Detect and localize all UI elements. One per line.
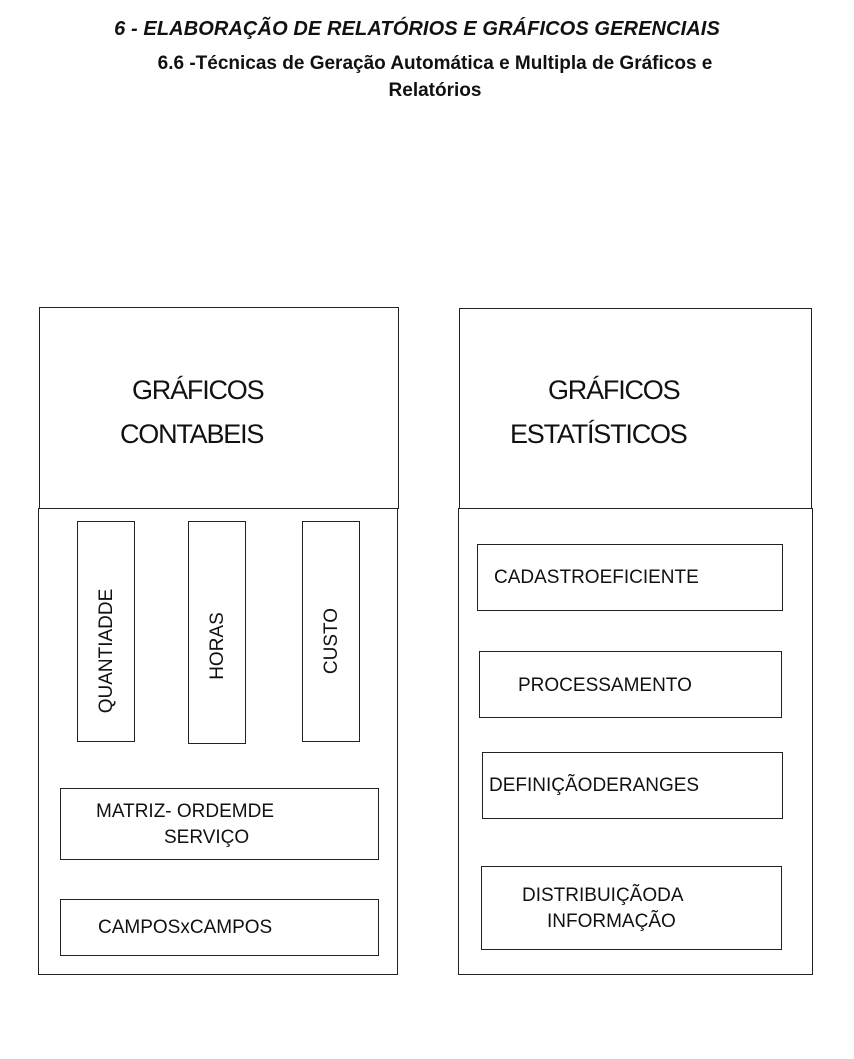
left-title-box: GRÁFICOS CONTABEIS (39, 307, 399, 509)
source-box: CAMPOSxCAMPOS (60, 899, 379, 956)
column-horas-label: HORAS (207, 612, 228, 680)
step-distribuicao-line2: INFORMAÇÃO (547, 911, 676, 932)
column-custo: CUSTO (302, 521, 360, 742)
right-title-line1: GRÁFICOS (548, 375, 681, 405)
column-quantidade-label: QUANTIADDE (96, 588, 117, 714)
column-horas: HORAS (188, 521, 246, 744)
step-cadastro-label: CADASTROEFICIENTE (494, 567, 699, 588)
step-processamento-label: PROCESSAMENTO (518, 675, 692, 696)
matrix-line1: MATRIZ- ORDEMDE (96, 801, 275, 822)
right-title-line2: ESTATÍSTICOS (510, 419, 688, 449)
source-label: CAMPOSxCAMPOS (98, 917, 273, 938)
section-heading-line2: Relatórios (388, 80, 482, 101)
left-title-line1: GRÁFICOS (132, 375, 265, 405)
chapter-heading: 6 - ELABORAÇÃO DE RELATÓRIOS E GRÁFICOS … (114, 18, 720, 40)
section-heading-line1: 6.6 -Técnicas de Geração Automática e Mu… (157, 53, 713, 74)
left-title-line2: CONTABEIS (120, 419, 264, 449)
step-distribuicao-line1: DISTRIBUIÇÃODA (522, 885, 684, 906)
right-title-box: GRÁFICOS ESTATÍSTICOS (459, 308, 812, 509)
step-distribuicao: DISTRIBUIÇÃODA INFORMAÇÃO (481, 866, 782, 950)
column-quantidade: QUANTIADDE (77, 521, 135, 742)
column-custo-label: CUSTO (321, 607, 342, 675)
step-processamento: PROCESSAMENTO (479, 651, 782, 718)
section-heading: 6.6 -Técnicas de Geração Automática e Mu… (0, 50, 854, 104)
step-ranges-label: DEFINIÇÃODERANGES (489, 775, 700, 796)
matrix-line2: SERVIÇO (164, 827, 250, 848)
step-cadastro: CADASTROEFICIENTE (477, 544, 783, 611)
matrix-box: MATRIZ- ORDEMDE SERVIÇO (60, 788, 379, 860)
step-ranges: DEFINIÇÃODERANGES (482, 752, 783, 819)
